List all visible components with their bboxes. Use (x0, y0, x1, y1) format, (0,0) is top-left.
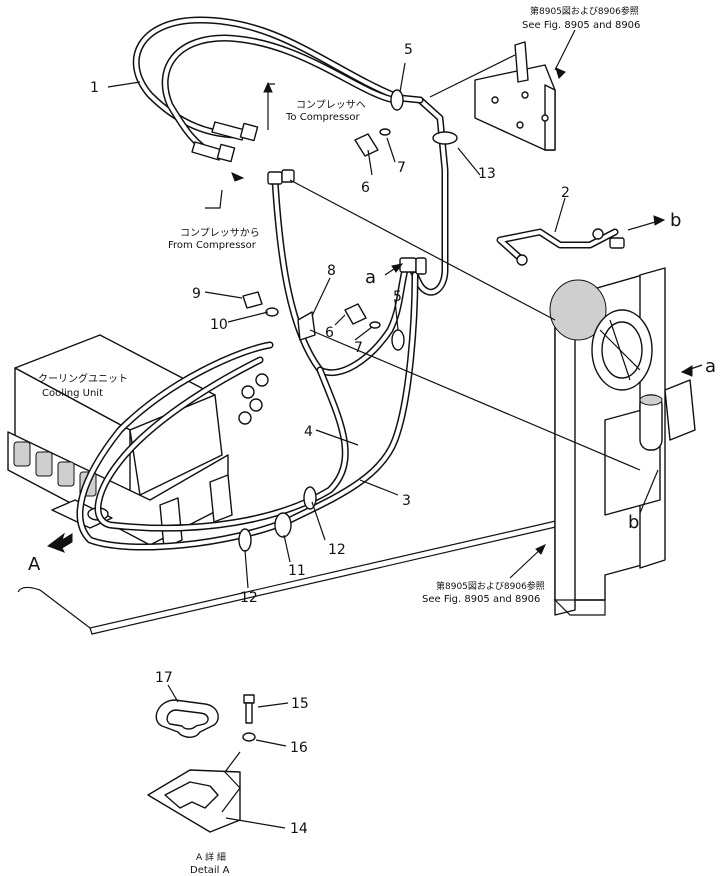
callout-16: 16 (290, 740, 308, 756)
to-compressor-jp: コンプレッサヘ (296, 99, 366, 111)
arrowheads (231, 67, 693, 555)
hose-1b (161, 34, 399, 159)
cooling-unit: クーリングユニット Cooling Unit (7, 334, 233, 549)
cooling-unit-label-jp: クーリングユニット (38, 372, 128, 385)
harness-2 (496, 228, 625, 266)
reference-letters: a a b b A (28, 210, 716, 575)
callout-13: 13 (478, 166, 496, 182)
callout-2: 2 (561, 185, 570, 201)
ref-b-right: b (628, 512, 639, 533)
detail-marker-a: A (28, 554, 41, 575)
hose-1 (132, 16, 449, 296)
from-compressor-jp: コンプレッサから (180, 227, 260, 239)
callout-12-left: 12 (240, 590, 258, 606)
ref-a-right: a (705, 356, 716, 377)
from-compressor-en: From Compressor (168, 240, 257, 251)
callout-10: 10 (210, 317, 228, 333)
callout-17: 17 (155, 670, 173, 686)
compressor-fittings (191, 121, 259, 163)
detail-marker-arrow (46, 532, 73, 553)
floor-plate (17, 519, 561, 635)
to-compressor-en: To Compressor (285, 112, 360, 123)
callout-5-mid: 5 (393, 289, 402, 305)
callout-1: 1 (90, 80, 99, 96)
hose-4 (94, 176, 409, 532)
callout-7-top: 7 (397, 160, 406, 176)
ref-b-top: b (670, 210, 681, 231)
bolts-washers (242, 128, 391, 329)
callout-12-right: 12 (328, 542, 346, 558)
leader-lines (107, 29, 703, 589)
unit-fittings (238, 373, 269, 425)
see-fig-top-jp: 第8905図および8906参照 (530, 5, 639, 17)
callout-8: 8 (327, 263, 336, 279)
detail-a (147, 684, 289, 833)
condenser-frame (549, 267, 696, 616)
callout-5-top: 5 (404, 42, 413, 58)
hose-3 (76, 271, 419, 551)
ref-a-top: a (365, 267, 376, 288)
detail-a-en: Detail A (190, 865, 230, 876)
callout-6-mid: 6 (325, 325, 334, 341)
notes: コンプレッサヘ To Compressor コンプレッサから From Comp… (168, 5, 640, 876)
callout-6-top: 6 (361, 180, 370, 196)
callout-15: 15 (291, 696, 309, 712)
callout-4: 4 (304, 424, 313, 440)
callout-9: 9 (192, 286, 201, 302)
callout-7-mid: 7 (354, 340, 363, 356)
callout-14: 14 (290, 821, 308, 837)
cooling-unit-label-en: Cooling Unit (42, 388, 103, 399)
see-fig-bottom-en: See Fig. 8905 and 8906 (422, 594, 540, 605)
callout-3: 3 (402, 493, 411, 509)
callout-11: 11 (288, 563, 306, 579)
hose-top-fittings (267, 169, 427, 275)
clamps (238, 89, 458, 552)
upper-bracket (474, 41, 556, 151)
see-fig-top-en: See Fig. 8905 and 8906 (522, 20, 640, 31)
detail-a-jp: A 詳 細 (196, 851, 226, 863)
see-fig-bottom-jp: 第8905図および8906参照 (436, 580, 545, 592)
callout-numbers: 1 2 3 4 5 5 6 6 7 7 8 9 10 11 12 12 13 1… (90, 42, 570, 837)
